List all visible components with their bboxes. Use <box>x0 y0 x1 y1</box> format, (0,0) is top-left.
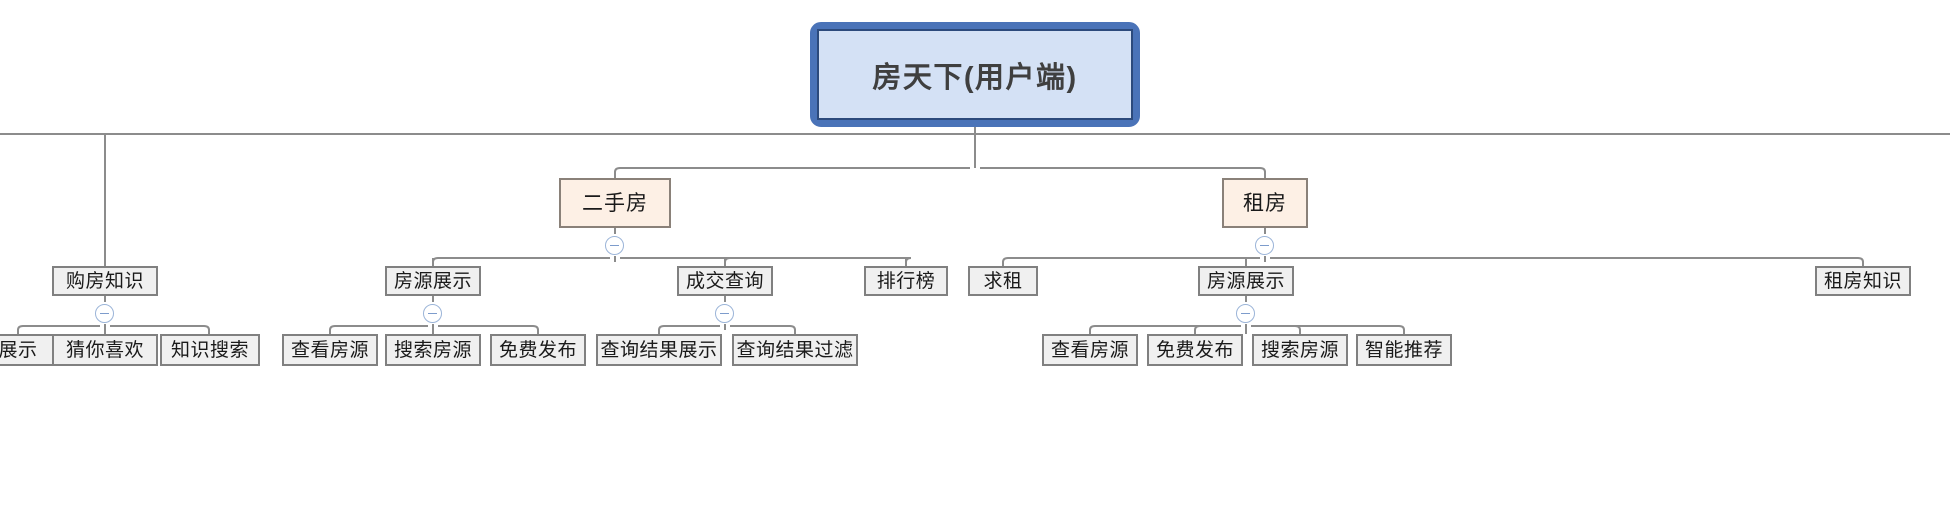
leaf-chakanfangyuan-zufang[interactable]: 查看房源 <box>1042 334 1138 366</box>
leaf-chaxunjieguozhanshi[interactable]: 查询结果展示 <box>596 334 722 366</box>
leaf-mianfeifabu-ershou[interactable]: 免费发布 <box>490 334 586 366</box>
node-ershoufang[interactable]: 二手房 <box>559 178 671 228</box>
node-fangyuanzhanshi-ershou[interactable]: 房源展示 <box>385 266 481 296</box>
leaf-zhinengtuijian[interactable]: 智能推荐 <box>1356 334 1452 366</box>
root-node-label: 房天下(用户端) <box>817 29 1133 120</box>
leaf-zhanshi[interactable]: 展示 <box>0 334 62 366</box>
leaf-sousuofangyuan-ershou[interactable]: 搜索房源 <box>385 334 481 366</box>
root-node[interactable]: 房天下(用户端) <box>810 22 1140 127</box>
node-zufang[interactable]: 租房 <box>1222 178 1308 228</box>
leaf-sousuofangyuan-zufang[interactable]: 搜索房源 <box>1252 334 1348 366</box>
node-chengjiaochaxun[interactable]: 成交查询 <box>677 266 773 296</box>
leaf-mianfeifabu-zufang[interactable]: 免费发布 <box>1147 334 1243 366</box>
collapse-toggle-goufangzhishi[interactable] <box>95 304 114 323</box>
node-paihangbang[interactable]: 排行榜 <box>864 266 948 296</box>
node-qiuzu[interactable]: 求租 <box>968 266 1038 296</box>
leaf-chaxunjieguoguolv[interactable]: 查询结果过滤 <box>732 334 858 366</box>
leaf-zhishisousuo[interactable]: 知识搜索 <box>160 334 260 366</box>
collapse-toggle-zufang[interactable] <box>1255 236 1274 255</box>
section-divider <box>0 133 1950 135</box>
collapse-toggle-fangyuanzhanshi-zufang[interactable] <box>1236 304 1255 323</box>
leaf-cainixihuan[interactable]: 猜你喜欢 <box>52 334 158 366</box>
collapse-toggle-fangyuanzhanshi-ershou[interactable] <box>423 304 442 323</box>
leaf-chakanfangyuan-ershou[interactable]: 查看房源 <box>282 334 378 366</box>
node-fangyuanzhanshi-zufang[interactable]: 房源展示 <box>1198 266 1294 296</box>
node-zufangzhishi[interactable]: 租房知识 <box>1815 266 1911 296</box>
node-goufangzhishi[interactable]: 购房知识 <box>52 266 158 296</box>
collapse-toggle-ershoufang[interactable] <box>605 236 624 255</box>
collapse-toggle-chengjiaochaxun[interactable] <box>715 304 734 323</box>
